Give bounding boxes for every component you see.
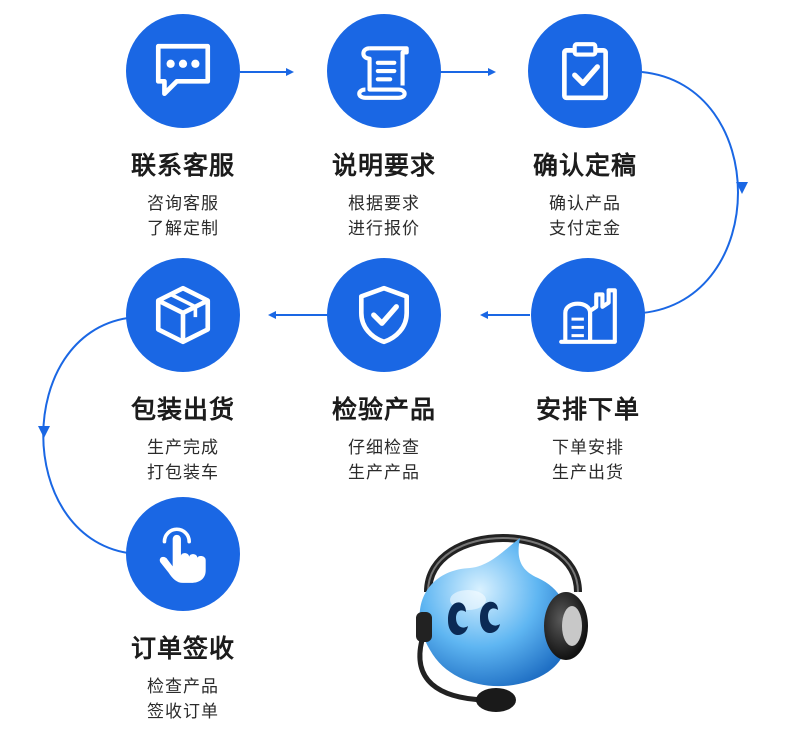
shield-check-icon	[358, 285, 410, 345]
step-arrange-order: 安排下单 下单安排 生产出货	[498, 258, 678, 486]
factory-icon	[559, 288, 617, 344]
step-title: 检验产品	[331, 395, 436, 424]
step-desc-line: 打包装车	[147, 463, 219, 483]
connector-3-to-4	[641, 71, 739, 314]
tap-hand-icon	[159, 527, 206, 583]
step-icon-circle	[327, 14, 441, 128]
step-description: 下单安排 生产出货	[498, 436, 678, 486]
step-description: 咨询客服 了解定制	[93, 192, 273, 242]
step-receive-order: 订单签收 检查产品 签收订单	[93, 497, 273, 725]
step-description: 检查产品 签收订单	[93, 675, 273, 725]
clipboard-check-icon	[562, 42, 608, 101]
step-contact-service: 联系客服 咨询客服 了解定制	[93, 14, 273, 242]
step-desc-line: 确认产品	[549, 194, 621, 214]
scroll-document-icon	[357, 46, 409, 100]
step-icon-circle	[126, 14, 240, 128]
step-description: 根据要求 进行报价	[294, 192, 474, 242]
arrow-left-edge	[38, 426, 50, 438]
step-icon-circle	[531, 258, 645, 372]
step-icon-circle	[126, 258, 240, 372]
step-title: 说明要求	[331, 151, 436, 180]
step-desc-line: 签收订单	[147, 702, 219, 722]
step-desc-line: 根据要求	[348, 194, 420, 214]
step-desc-line: 了解定制	[147, 219, 219, 239]
step-icon-circle	[327, 258, 441, 372]
step-title: 安排下单	[535, 395, 640, 424]
step-pack-ship: 包装出货 生产完成 打包装车	[93, 258, 273, 486]
step-title: 确认定稿	[532, 151, 637, 180]
step-desc-line: 仔细检查	[348, 438, 420, 458]
step-description: 生产完成 打包装车	[93, 436, 273, 486]
step-title: 订单签收	[130, 634, 235, 663]
step-title: 包装出货	[130, 395, 235, 424]
step-desc-line: 检查产品	[147, 677, 219, 697]
step-title: 联系客服	[130, 151, 235, 180]
step-icon-circle	[126, 497, 240, 611]
step-confirm-draft: 确认定稿 确认产品 支付定金	[495, 14, 675, 242]
step-description: 确认产品 支付定金	[495, 192, 675, 242]
headset-support-mascot	[416, 534, 588, 712]
arrow-right-edge	[736, 182, 748, 194]
step-explain-requirements: 说明要求 根据要求 进行报价	[294, 14, 474, 242]
step-desc-line: 生产出货	[552, 463, 624, 483]
chat-bubble-icon	[155, 43, 211, 97]
step-desc-line: 下单安排	[552, 438, 624, 458]
step-desc-line: 生产产品	[348, 463, 420, 483]
step-desc-line: 咨询客服	[147, 194, 219, 214]
package-box-icon	[155, 285, 211, 345]
step-icon-circle	[528, 14, 642, 128]
step-desc-line: 支付定金	[549, 219, 621, 239]
step-description: 仔细检查 生产产品	[294, 436, 474, 486]
step-desc-line: 进行报价	[348, 219, 420, 239]
step-desc-line: 生产完成	[147, 438, 219, 458]
step-inspect-product: 检验产品 仔细检查 生产产品	[294, 258, 474, 486]
